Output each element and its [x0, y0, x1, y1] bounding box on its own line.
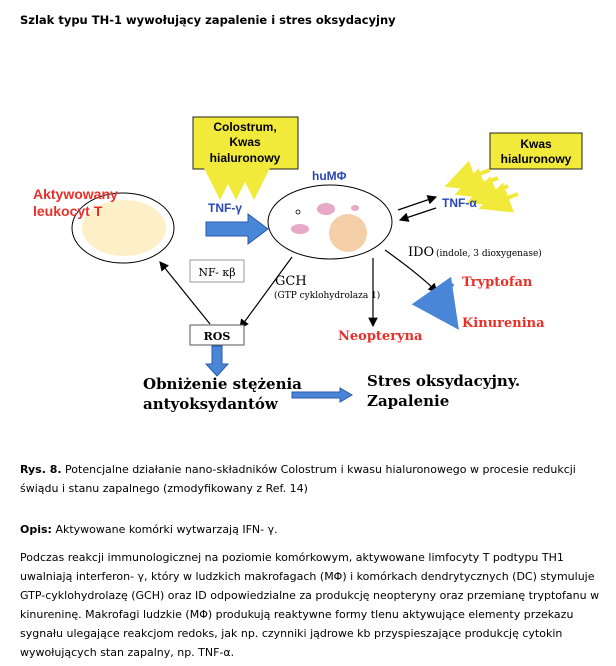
desc-text: Aktywowane komórki wytwarzają IFN- γ. — [51, 523, 278, 536]
neopteryna-label: Neopteryna — [338, 329, 423, 344]
nfkb-box — [189, 259, 245, 283]
leukocyte-cell — [71, 192, 175, 264]
colostrum-line1: Colostrum, — [213, 120, 276, 134]
macrophage-cell — [267, 184, 393, 260]
tnf-alpha-arrows — [397, 195, 438, 222]
caption-text: Potencjalne działanie nano-składników Co… — [20, 463, 576, 495]
tnf-alpha-label: TNF-α — [442, 196, 477, 210]
th1-pathway-diagram: Colostrum, Kwas hialuronowy Kwas hialuro… — [33, 116, 583, 413]
kwas-line1: Kwas — [520, 137, 552, 151]
ros-box — [189, 324, 245, 346]
description: Opis: Aktywowane komórki wytwarzają IFN-… — [20, 520, 598, 539]
arrow-macrophage-to-ros — [239, 256, 293, 329]
caption-label: Rys. 8. — [20, 463, 62, 476]
blue-arrow-down — [204, 345, 230, 377]
obnizenie-line2: antyoksydantów — [143, 395, 279, 413]
yellow-arrows-diagonal — [444, 160, 519, 213]
blue-curved-arrow — [411, 276, 459, 330]
yellow-arrows-down — [204, 168, 270, 200]
kwas-box: Kwas hialuronowy — [489, 132, 583, 170]
tnf-gamma-label: TNF-γ — [208, 201, 242, 215]
nfkb-label: NF- κβ — [198, 266, 235, 279]
kwas-line2: hialuronowy — [501, 152, 572, 166]
kinurenina-label: Kinurenina — [462, 316, 545, 331]
tryptofan-label: Tryptofan — [462, 275, 533, 290]
obnizenie-line1: Obniżenie stężenia — [143, 375, 302, 393]
stres-line2: Zapalenie — [367, 392, 449, 410]
ido-sub-label: (indole, 3 dioxygenase) — [436, 248, 542, 259]
colostrum-line3: hialuronowy — [210, 151, 281, 165]
body-paragraph: Podczas reakcji immunologicznej na pozio… — [20, 551, 600, 659]
stres-line1: Stres oksydacyjny. — [367, 372, 520, 390]
figure-caption: Rys. 8. Potencjalne działanie nano-skład… — [20, 460, 600, 498]
leukocyte-label-1: Aktywowany — [33, 186, 118, 202]
desc-label: Opis: — [20, 523, 52, 536]
page-title: Szlak typu TH-1 wywołujący zapalenie i s… — [20, 13, 396, 27]
gch-label: GCH — [275, 274, 307, 289]
ido-label: IDO — [408, 245, 434, 260]
colostrum-box: Colostrum, Kwas hialuronowy — [192, 116, 299, 170]
blue-arrow-right-bottom — [291, 387, 353, 403]
humphi-label: huMΦ — [312, 169, 347, 183]
leukocyte-label-2: leukocyt T — [33, 203, 103, 219]
ros-label: ROS — [204, 330, 231, 343]
arrow-ros-to-leukocyte — [159, 261, 211, 325]
gch-sub-label: (GTP cyklohydrolaza 1) — [274, 290, 380, 301]
colostrum-line2: Kwas — [229, 135, 261, 149]
blue-arrow-right — [205, 213, 269, 245]
